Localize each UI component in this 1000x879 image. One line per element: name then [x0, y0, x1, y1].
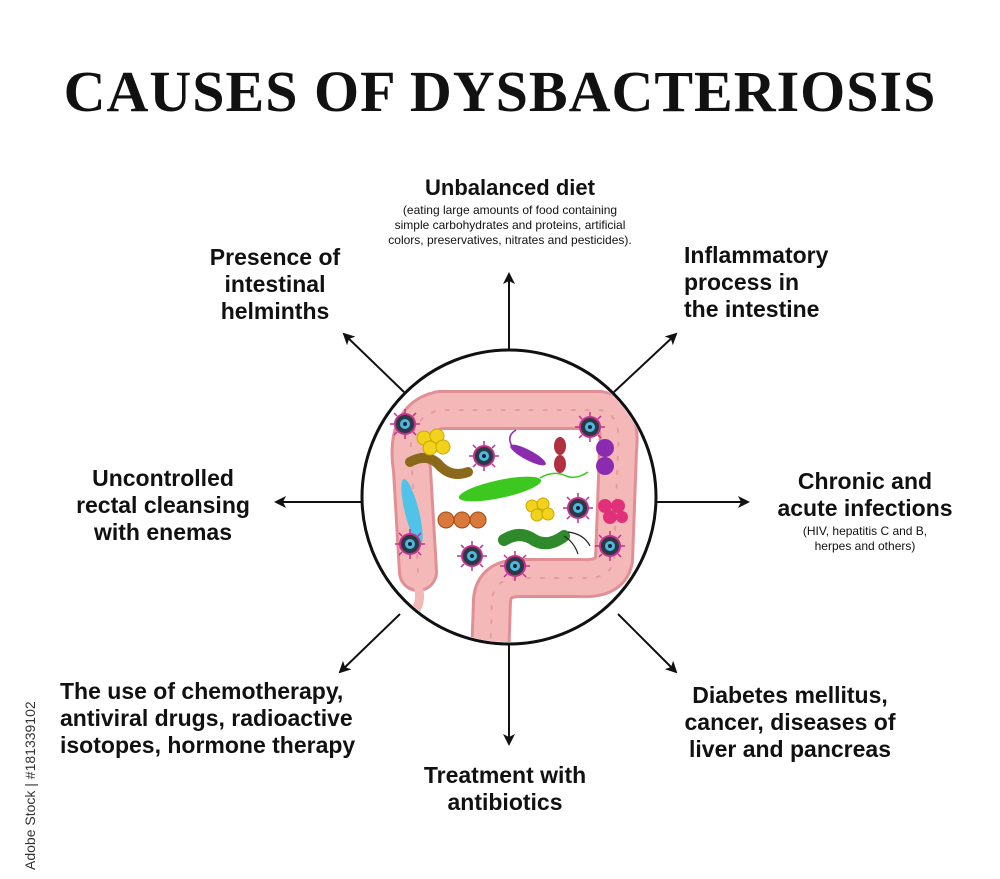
cause-antibiotics: Treatment with antibiotics: [400, 762, 610, 816]
cause-heading: The use of chemotherapy, antiviral drugs…: [60, 678, 356, 758]
cause-heading: Diabetes mellitus, cancer, diseases of l…: [684, 682, 896, 762]
cause-diabetes: Diabetes mellitus, cancer, diseases of l…: [660, 682, 920, 763]
page-title: CAUSES OF DYSBACTERIOSIS: [63, 59, 937, 124]
arrow-down-right: [617, 613, 678, 674]
cause-note: (eating large amounts of food containing…: [388, 203, 632, 247]
intestine-illustration: [360, 348, 658, 646]
stock-watermark: Adobe Stock | #181339102: [4, 640, 38, 870]
cause-heading: Unbalanced diet: [425, 175, 595, 200]
cause-inflammatory-process: Inflammatory process in the intestine: [684, 242, 884, 323]
arrow-up-left: [342, 332, 405, 393]
cause-heading: Presence of intestinal helminths: [209, 244, 341, 324]
arrow-up-right: [613, 332, 678, 393]
cause-arrows: [274, 272, 750, 746]
cause-chemotherapy: The use of chemotherapy, antiviral drugs…: [60, 678, 420, 759]
cause-unbalanced-diet: Unbalanced diet (eating large amounts of…: [340, 174, 680, 248]
cause-heading: Chronic and acute infections: [777, 468, 953, 521]
cause-intestinal-helminths: Presence of intestinal helminths: [180, 244, 370, 325]
cause-heading: Inflammatory process in the intestine: [684, 242, 829, 322]
cause-infections: Chronic and acute infections (HIV, hepat…: [760, 468, 970, 554]
cause-heading: Uncontrolled rectal cleansing with enema…: [76, 465, 250, 545]
cause-note: (HIV, hepatitis C and B, herpes and othe…: [802, 524, 928, 553]
arrow-down-left: [338, 613, 401, 674]
watermark-text: Adobe Stock | #181339102: [22, 701, 38, 870]
cause-heading: Treatment with antibiotics: [423, 762, 587, 815]
cause-rectal-cleansing: Uncontrolled rectal cleansing with enema…: [48, 465, 278, 546]
